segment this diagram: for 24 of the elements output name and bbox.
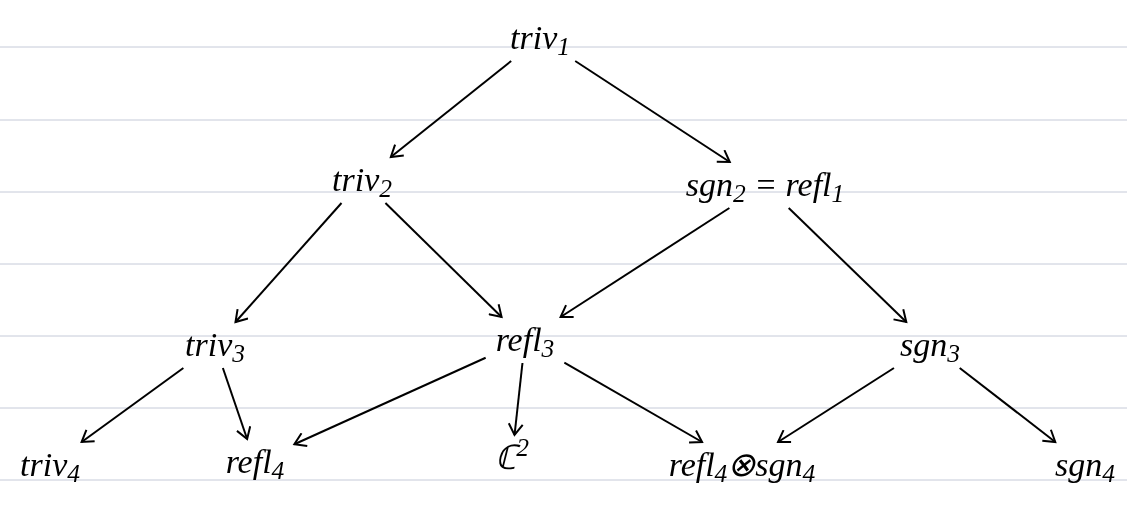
arrow (507, 362, 524, 436)
arrow (777, 367, 895, 443)
node-label: sgn$_{3}$ (900, 326, 960, 363)
arrow (787, 207, 908, 323)
arrow (221, 367, 252, 440)
node-label: refl$_{3}$ (495, 321, 555, 358)
node-label: triv$_{2}$ (332, 161, 392, 198)
node-label: ℂ$^{2}$ (495, 439, 529, 476)
arrow (384, 202, 503, 318)
node-label: sgn$_{2}$ = refl$_{1}$ (685, 166, 845, 203)
arrow (234, 202, 343, 323)
arrow (559, 207, 731, 318)
node-label: refl$_{4}$ (225, 443, 285, 480)
arrow (574, 60, 731, 163)
arrow (80, 367, 185, 443)
arrow (563, 361, 704, 444)
arrow (958, 367, 1057, 443)
node-label: triv$_{3}$ (185, 326, 245, 363)
arrow (293, 356, 487, 448)
node-label: sgn$_{4}$ (1055, 446, 1115, 483)
node-label: triv$_{4}$ (20, 446, 80, 483)
arrow (389, 60, 513, 158)
node-label: triv$_{1}$ (510, 19, 570, 56)
node-label: refl$_{4}$⊗sgn$_{4}$ (668, 446, 816, 483)
